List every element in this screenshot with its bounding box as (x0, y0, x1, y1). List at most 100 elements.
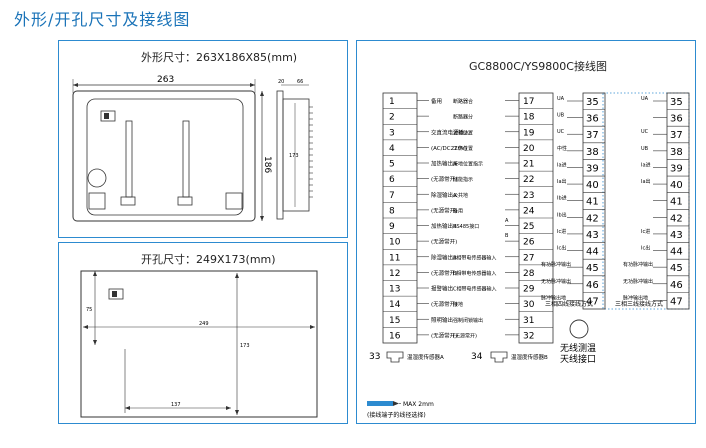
page-title: 外形/开孔尺寸及接线图 (14, 10, 191, 29)
outline-side-terminals (309, 106, 313, 198)
three-wire-terminal-number: 43 (670, 230, 683, 241)
four-wire-terminal-number: 37 (586, 130, 599, 141)
mid-terminal-label: 接地位置指示 (453, 161, 483, 168)
left-terminal-number: 12 (389, 269, 400, 279)
three-wire-terminal-label: UC (641, 129, 649, 135)
outline-side-inner-label: 173 (289, 153, 299, 159)
sensor-b-label: 温湿度传感器B (511, 353, 548, 361)
four-wire-method-label: 三相四线接线方式 (545, 300, 593, 308)
mid-terminal-number: 28 (523, 269, 535, 279)
mid-terminal-number: 30 (523, 300, 535, 310)
four-wire-terminal-label: Ic出 (557, 245, 566, 252)
mid-terminal-number: 21 (523, 160, 534, 170)
sensor-b-connector (490, 351, 508, 363)
cutout-caption: 开孔尺寸：249X173(mm) (141, 253, 276, 266)
four-wire-terminal-number: 45 (586, 263, 599, 274)
left-terminal-label: 照明输出 (431, 316, 453, 324)
left-terminal-number: 13 (389, 285, 400, 295)
three-wire-terminal-number: 40 (670, 180, 683, 191)
three-wire-terminal-number: 38 (670, 147, 683, 158)
sensor-a-label: 温湿度传感器A (407, 353, 444, 361)
mid-terminal-number: 26 (523, 238, 535, 248)
left-terminal-number: 8 (389, 206, 395, 216)
four-wire-terminal-label: UC (557, 129, 565, 135)
mid-terminal-number: 24 (523, 206, 535, 216)
outline-drawing: 263 186 20 66 173 (72, 75, 313, 222)
left-terminal-number: 7 (389, 191, 395, 201)
mid-terminal-label: B相带电传感器输入 (453, 270, 496, 277)
three-wire-terminal-number: 35 (670, 97, 683, 108)
left-terminal-number: 14 (389, 300, 401, 310)
cutout-dim-137: 137 (171, 402, 181, 408)
three-wire-terminal-label: Ic进 (641, 228, 650, 235)
four-wire-terminal-label: Ic进 (557, 228, 566, 235)
left-terminal-number: 3 (389, 128, 395, 138)
left-terminal-label: 加热输出B (431, 222, 457, 230)
outline-panel: 外形尺寸：263X186X85(mm) 263 186 20 66 (58, 40, 348, 238)
four-wire-terminal-label: Ib出 (557, 211, 567, 218)
four-wire-terminal-number: 42 (586, 213, 599, 224)
wireless-label-1: 无线测温 (560, 342, 596, 354)
mid-terminal-number: 23 (523, 191, 534, 201)
three-wire-terminal-label: Ia进 (641, 161, 651, 168)
three-wire-terminal-number: 41 (670, 197, 683, 208)
four-wire-terminal-label: Ia出 (557, 178, 567, 185)
left-terminal-number: 6 (389, 175, 395, 185)
three-wire-terminal-label: UA (641, 96, 649, 102)
four-wire-terminal-label: 中性 (557, 145, 567, 152)
left-terminal-label: 备用 (431, 97, 442, 105)
four-wire-terminal-label: 有功脉冲输出 (541, 261, 571, 268)
outline-width-label: 263 (157, 75, 174, 85)
four-wire-terminal-label: 无功脉冲输出 (541, 278, 571, 285)
left-terminal-number: 11 (389, 253, 400, 263)
three-wire-terminal-number: 45 (670, 263, 683, 274)
left-terminal-number: 4 (389, 144, 395, 154)
three-wire-terminal-number: 37 (670, 130, 683, 141)
sensor-a-connector (386, 351, 404, 363)
left-terminal-number: 5 (389, 160, 395, 170)
cutout-panel: 开孔尺寸：249X173(mm) 75 249 173 137 (58, 242, 348, 424)
mid-terminal-label: 接地 (453, 301, 463, 308)
wireless-label-2: 天线接口 (560, 353, 596, 365)
mid-terminal-label: 试验位置 (453, 129, 473, 136)
four-wire-terminal-number: 38 (586, 147, 599, 158)
left-terminal-label: 加热输出A (431, 160, 457, 168)
left-terminal-label: 交直流电源输入 (431, 128, 470, 136)
left-terminal-number: 9 (389, 222, 395, 232)
mid-terminal-label: 储能指示 (453, 176, 473, 183)
mid-terminal-number: 18 (523, 113, 535, 123)
outline-round-port (87, 168, 107, 188)
rs485-b-label: B (505, 233, 509, 239)
three-wire-terminal-number: 47 (670, 296, 683, 307)
outline-height-label: 186 (262, 156, 272, 173)
three-wire-terminal-label: 有功脉冲输出 (623, 261, 653, 268)
left-terminal-label: 报警输出 (431, 285, 453, 293)
mid-terminal-label: 公共地 (453, 192, 468, 199)
mid-terminal-label: C相带电传感器输入 (453, 286, 497, 293)
four-wire-terminal-number: 41 (586, 197, 599, 208)
four-wire-terminal-number: 39 (586, 163, 599, 174)
four-wire-terminal-number: 46 (586, 280, 599, 291)
sensor-b-number: 34 (471, 352, 483, 362)
mid-terminal-label: 断路器分 (453, 114, 473, 121)
left-terminal-label: (无源常开) (431, 206, 457, 214)
cutout-dim-173: 173 (240, 343, 250, 349)
mid-terminal-number: 20 (523, 144, 535, 154)
left-terminal-label: 除湿输出B (431, 253, 457, 261)
wiring-title: GC8800C/YS9800C接线图 (469, 60, 607, 73)
wire-note-label: (接线端子的线径选择) (367, 411, 426, 419)
four-wire-terminal-number: 36 (586, 114, 599, 125)
mid-terminal-number: 19 (523, 128, 535, 138)
antenna-port (569, 319, 589, 339)
left-terminal-number: 10 (389, 238, 401, 248)
three-wire-terminal-block (666, 92, 690, 310)
mid-terminal-label: 强制闭锁输出 (453, 317, 483, 324)
three-wire-method-label: 三相三线接线方式 (615, 300, 663, 308)
left-terminal-number: 16 (389, 331, 401, 341)
outline-caption: 外形尺寸：263X186X85(mm) (141, 51, 298, 64)
mid-terminal-number: 27 (523, 253, 534, 263)
mid-terminal-label: RS485接口 (453, 223, 479, 230)
outline-side-depth-a: 20 (278, 79, 284, 85)
